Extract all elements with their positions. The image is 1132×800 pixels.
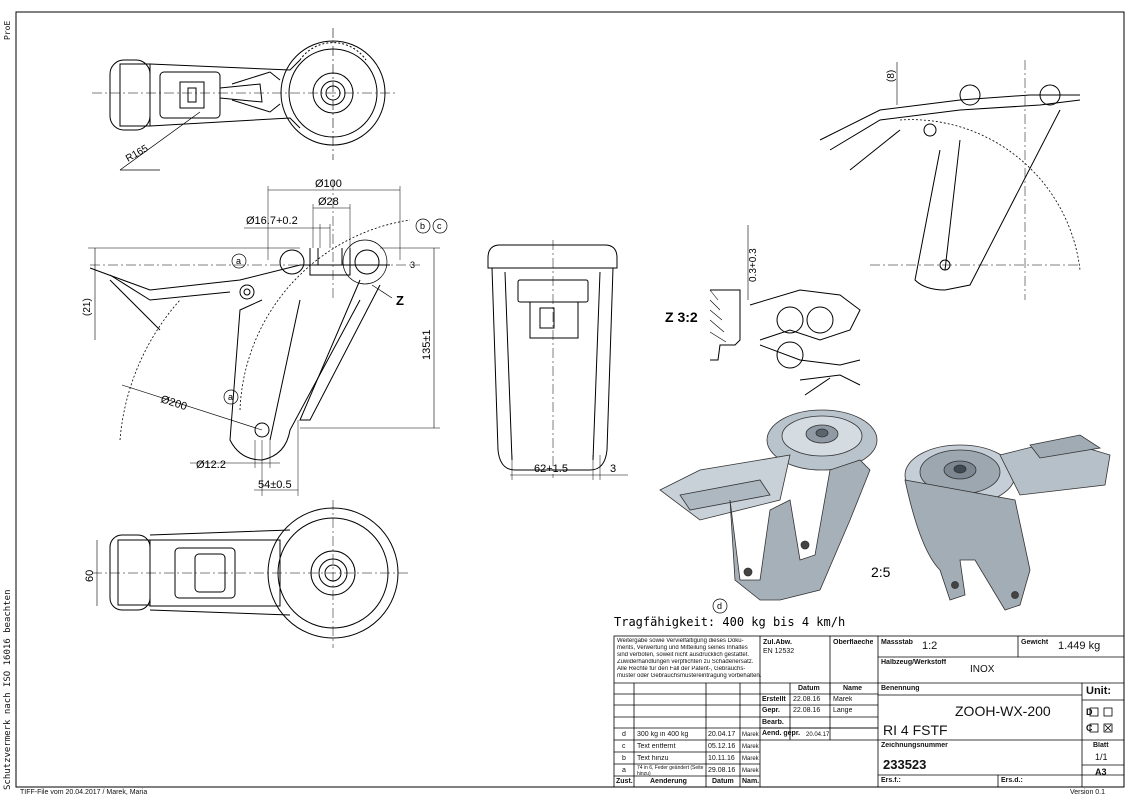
col-name: Name bbox=[843, 685, 863, 692]
rev-date-3: 29.08.16 bbox=[708, 767, 736, 774]
rev-header-nam: Nam. bbox=[742, 778, 760, 785]
sheet-border bbox=[15, 11, 1125, 788]
erstellt-date: 22.08.16 bbox=[793, 696, 821, 703]
rev-name-2: Marek bbox=[742, 756, 759, 762]
marker-a-mid: a bbox=[228, 392, 233, 402]
scale-label: Massstab bbox=[881, 639, 913, 646]
detail-z-label: Z 3:2 bbox=[665, 309, 698, 325]
benennung-label: Benennung bbox=[881, 685, 920, 692]
rev-text-2: Text hinzu bbox=[637, 755, 669, 762]
dim-d100: Ø100 bbox=[315, 178, 342, 190]
rev-name-3: Marek bbox=[742, 768, 759, 774]
dim-d16: Ø16.7+0.2 bbox=[246, 215, 298, 227]
rev-text-1: Text entfernt bbox=[637, 743, 676, 750]
footer-right: Version 0.1 bbox=[1070, 789, 1106, 796]
rev-z-3: a bbox=[622, 767, 626, 774]
erstellt-name: Marek bbox=[833, 696, 853, 703]
unit-label: Unit: bbox=[1086, 685, 1112, 697]
section-view bbox=[819, 60, 1081, 300]
copyright-line-4: Alle Rechte für den Fall der Patent-, Ge… bbox=[617, 666, 746, 672]
marker-a-top: a bbox=[236, 256, 241, 266]
aend-label: Aend. gepr. bbox=[762, 730, 801, 737]
rev-date-2: 10.11.16 bbox=[708, 755, 735, 762]
surface-label: Oberflaeche bbox=[833, 639, 874, 646]
col-datum: Datum bbox=[798, 685, 820, 692]
rev-z-1: c bbox=[622, 743, 626, 750]
dim-3-small: 3 bbox=[410, 260, 415, 270]
tolerance-value: EN 12532 bbox=[763, 648, 795, 655]
footer-left: TIFF-File vom 20.04.2017 / Marek, Maria bbox=[20, 789, 148, 796]
rev-date-0: 20.04.17 bbox=[708, 731, 736, 738]
iso-view-right bbox=[904, 434, 1111, 611]
dim-d12: Ø12.2 bbox=[196, 459, 226, 471]
unit-d: D bbox=[1086, 707, 1093, 717]
side-label-top: ProE bbox=[3, 20, 12, 40]
rev-text-0: 300 kg in 400 kg bbox=[637, 731, 689, 738]
side-label-iso: Schutzvermerk nach ISO 16016 beachten bbox=[3, 589, 13, 790]
weight-label: Gewicht bbox=[1021, 639, 1049, 646]
copyright-line-1: ments, Verwertung und Mitteilung seines … bbox=[617, 645, 748, 651]
front-view bbox=[88, 180, 448, 496]
dim-21: (21) bbox=[82, 298, 93, 316]
rev-date-1: 05.12.16 bbox=[708, 743, 736, 750]
top-view bbox=[92, 28, 395, 171]
dim-0.3: 0.3+0.3 bbox=[748, 248, 759, 282]
copyright-line-5: muster oder Gebrauchsmustereintragung vo… bbox=[617, 673, 762, 679]
copyright-line-3: Zuwiderhandlungen verpflichten zu Schade… bbox=[617, 659, 754, 665]
rev-name-0: Marek bbox=[742, 732, 759, 738]
rev-name-1: Marek bbox=[742, 744, 759, 750]
bearb-label: Bearb. bbox=[762, 719, 784, 726]
tolerance-label: Zul.Abw. bbox=[763, 639, 792, 646]
dim-135: 135±1 bbox=[421, 329, 433, 360]
dim-d28: Ø28 bbox=[318, 196, 339, 208]
weight-value: 1.449 kg bbox=[1058, 640, 1101, 652]
copyright-line-0: Weitergabe sowie Vervielfältigung dieses… bbox=[617, 638, 744, 644]
erstellt-label: Erstellt bbox=[762, 696, 786, 703]
unit-c: C bbox=[1086, 723, 1093, 733]
rev-z-0: d bbox=[622, 731, 626, 738]
detail-z-marker: Z bbox=[396, 293, 404, 308]
capacity-note: Tragfähigkeit: 400 kg bis 4 km/h bbox=[614, 615, 845, 629]
benennung-line-2: RI 4 FSTF bbox=[883, 722, 948, 738]
dim-8: (8) bbox=[886, 70, 897, 82]
rev-header-datum: Datum bbox=[712, 778, 734, 785]
marker-b: b bbox=[420, 221, 425, 231]
iso-view-left bbox=[659, 409, 878, 601]
marker-c: c bbox=[437, 221, 442, 231]
copyright-line-2: sind verboten, soweit nicht ausdrücklich… bbox=[617, 652, 750, 658]
gepr-label: Gepr. bbox=[762, 707, 780, 714]
ersd-label: Ers.d.: bbox=[1001, 777, 1023, 784]
dim-54: 54±0.5 bbox=[258, 479, 292, 491]
blatt-label: Blatt bbox=[1093, 742, 1109, 749]
scale-value: 1:2 bbox=[922, 640, 938, 652]
zeichnungsnr-value: 233523 bbox=[883, 757, 927, 772]
rev-header-aenderung: Aenderung bbox=[650, 778, 687, 785]
dim-60: 60 bbox=[84, 570, 96, 582]
zeichnungsnr-label: Zeichnungsnummer bbox=[881, 742, 948, 749]
format-value: A3 bbox=[1095, 767, 1107, 777]
gepr-name: Lange bbox=[833, 707, 853, 714]
detail-z-view bbox=[709, 225, 861, 396]
marker-d: d bbox=[717, 601, 722, 611]
rev-text-3: 74 in 6, Feder geändert (Seite hinzu) bbox=[637, 765, 704, 777]
dim-62: 62+1.5 bbox=[534, 463, 568, 475]
side-view bbox=[487, 240, 628, 480]
rev-header-zust: Zust. bbox=[616, 778, 633, 785]
benennung-line-1: ZOOH-WX-200 bbox=[955, 703, 1051, 719]
dim-3: 3 bbox=[610, 463, 616, 475]
aend-date: 20.04.17 bbox=[806, 732, 830, 738]
ersf-label: Ers.f.: bbox=[881, 777, 901, 784]
bottom-view bbox=[92, 500, 728, 648]
iso-scale-label: 2:5 bbox=[871, 564, 891, 580]
rev-z-2: b bbox=[622, 755, 626, 762]
title-block-grid bbox=[613, 635, 1125, 788]
material-label: Halbzeug/Werkstoff bbox=[881, 659, 947, 666]
blatt-value: 1/1 bbox=[1095, 752, 1108, 762]
gepr-date: 22.08.16 bbox=[793, 707, 821, 714]
material-value: INOX bbox=[970, 664, 995, 675]
